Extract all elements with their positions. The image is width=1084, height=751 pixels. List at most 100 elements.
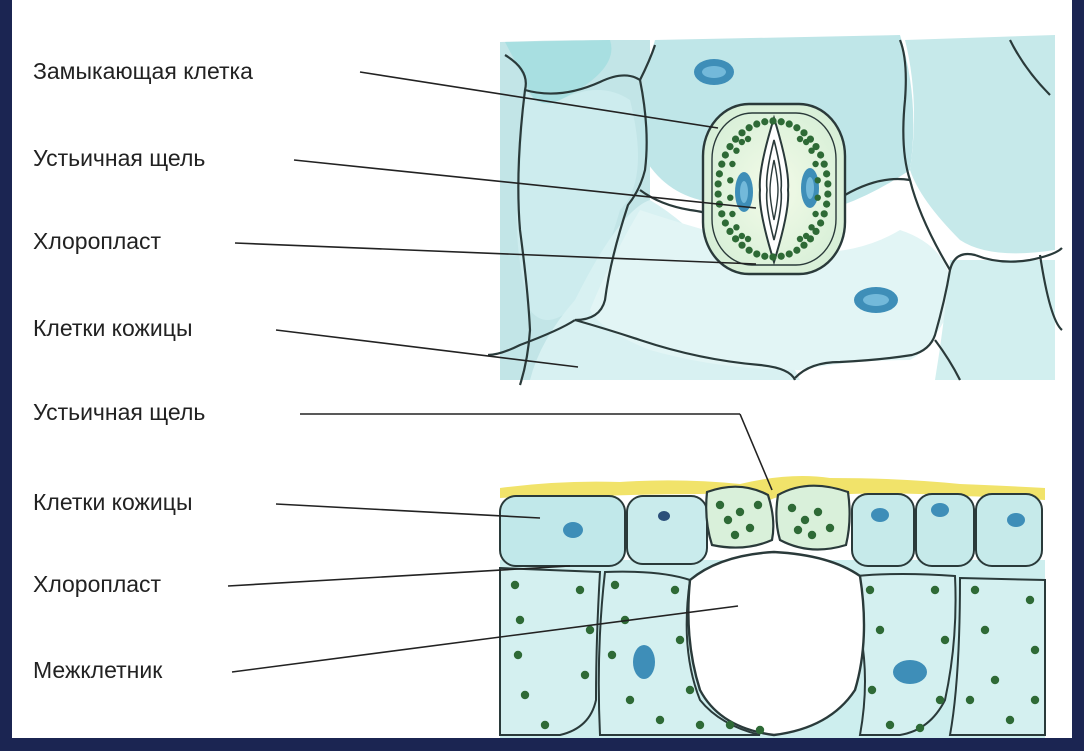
chloroplast-dot xyxy=(724,516,732,524)
chloroplast-dot xyxy=(1006,716,1014,724)
chloroplast-dot xyxy=(817,151,824,158)
chloroplast-dot xyxy=(586,626,594,634)
chloroplast-dot xyxy=(824,190,831,197)
chloroplast-dot xyxy=(716,501,724,509)
chloroplast-dot xyxy=(971,586,979,594)
chloroplast-dot xyxy=(736,508,744,516)
chloroplast-dot xyxy=(739,139,745,145)
chloroplast-dot xyxy=(761,118,768,125)
chloroplast-dot xyxy=(1031,696,1039,704)
chloroplast-dot xyxy=(732,136,739,143)
chloroplast-dot xyxy=(511,581,519,589)
chloroplast-dot xyxy=(808,531,816,539)
chloroplast-dot xyxy=(716,170,723,177)
chloroplast-dot xyxy=(686,686,694,694)
chloroplast-dot xyxy=(815,177,821,183)
chloroplast-dot xyxy=(808,224,814,230)
chloroplast-dot xyxy=(676,636,684,644)
chloroplast-dot xyxy=(936,696,944,704)
chloroplast-dot xyxy=(769,253,776,260)
chloroplast-dot xyxy=(786,120,793,127)
chloroplast-dot xyxy=(868,686,876,694)
chloroplast-dot xyxy=(793,124,800,131)
chloroplast-dot xyxy=(626,696,634,704)
chloroplast-dot xyxy=(753,120,760,127)
chloroplast-dot xyxy=(808,147,814,153)
chloroplast-dot xyxy=(1026,596,1034,604)
chloroplast-dot xyxy=(576,586,584,594)
chloroplast-dot xyxy=(722,219,729,226)
chloroplast-dot xyxy=(817,219,824,226)
chloroplast-dot xyxy=(797,236,803,242)
chloroplast-dot xyxy=(746,124,753,131)
chloroplast-dot xyxy=(794,526,802,534)
label-epidermis-cells-top: Клетки кожицы xyxy=(33,315,192,342)
chloroplast-dot xyxy=(815,194,821,200)
chloroplast-dot xyxy=(876,626,884,634)
chloroplast-dot xyxy=(786,250,793,257)
chloroplast-dot xyxy=(715,190,722,197)
chloroplast-dot xyxy=(726,143,733,150)
chloroplast-dot xyxy=(821,210,828,217)
chloroplast-dot xyxy=(803,139,809,145)
chloroplast-dot xyxy=(514,651,522,659)
chloroplast-dot xyxy=(788,504,796,512)
chloroplast-dot xyxy=(823,201,830,208)
chloroplast-dot xyxy=(745,136,751,142)
chloroplast-dot xyxy=(738,242,745,249)
chloroplast-dot xyxy=(739,233,745,239)
chloroplast-dot xyxy=(753,250,760,257)
chloroplast-dot xyxy=(797,136,803,142)
label-chloroplast-top: Хлоропласт xyxy=(33,228,161,255)
chloroplast-dot xyxy=(823,170,830,177)
chloroplast-dot xyxy=(931,586,939,594)
chloroplast-dot xyxy=(722,151,729,158)
label-stomatal-slit-bottom: Устьичная щель xyxy=(33,399,205,426)
chloroplast-dot xyxy=(778,118,785,125)
chloroplast-dot xyxy=(824,180,831,187)
chloroplast-dot xyxy=(814,508,822,516)
chloroplast-dot xyxy=(611,581,619,589)
chloroplast-dot xyxy=(916,724,924,732)
chloroplast-dot xyxy=(991,676,999,684)
chloroplast-dot xyxy=(886,721,894,729)
chloroplast-dot xyxy=(729,211,735,217)
chloroplast-dot xyxy=(756,726,764,734)
label-chloroplast-bottom: Хлоропласт xyxy=(33,571,161,598)
chloroplast-dot xyxy=(738,129,745,136)
chloroplast-dot xyxy=(733,224,739,230)
chloroplast-dot xyxy=(800,242,807,249)
chloroplast-dot xyxy=(727,194,733,200)
chloroplast-dot xyxy=(812,211,818,217)
chloroplast-dot xyxy=(801,516,809,524)
chloroplast-dot xyxy=(821,161,828,168)
chloroplast-dot xyxy=(733,147,739,153)
chloroplast-dot xyxy=(726,721,734,729)
chloroplast-dot xyxy=(731,531,739,539)
chloroplast-dot xyxy=(718,210,725,217)
label-guard-cell: Замыкающая клетка xyxy=(33,58,253,85)
chloroplast-dot xyxy=(671,586,679,594)
chloroplast-dot xyxy=(803,233,809,239)
chloroplast-dot xyxy=(715,180,722,187)
chloroplast-dot xyxy=(718,161,725,168)
chloroplast-dot xyxy=(581,671,589,679)
chloroplast-dot xyxy=(966,696,974,704)
chloroplast-dot xyxy=(754,501,762,509)
chloroplast-dot xyxy=(866,586,874,594)
chloroplast-dot xyxy=(769,117,776,124)
guard-cells-top xyxy=(703,104,845,274)
chloroplast-dot xyxy=(696,721,704,729)
chloroplast-dot xyxy=(521,691,529,699)
chloroplast-dot xyxy=(746,247,753,254)
chloroplast-dot xyxy=(541,721,549,729)
chloroplast-dot xyxy=(761,253,768,260)
label-epidermis-cells-bottom: Клетки кожицы xyxy=(33,489,192,516)
chloroplast-dot xyxy=(812,161,818,167)
label-intercellular-space: Межклетник xyxy=(33,657,162,684)
chloroplast-dot xyxy=(778,253,785,260)
chloroplast-dot xyxy=(981,626,989,634)
chloroplast-dot xyxy=(732,235,739,242)
cross-section xyxy=(500,476,1045,738)
